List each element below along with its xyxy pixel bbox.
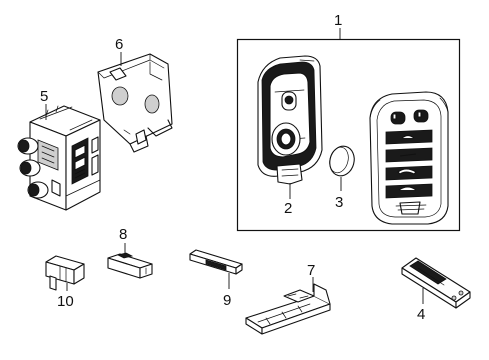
- part-4-module: [401, 257, 471, 309]
- part-9-connector: [189, 249, 243, 275]
- callout-5: 5: [40, 88, 48, 105]
- callout-1: 1: [334, 12, 342, 29]
- callout-2: 2: [284, 200, 292, 217]
- callout-6: 6: [115, 36, 123, 53]
- callout-7: 7: [307, 262, 315, 279]
- callout-10: 10: [57, 293, 74, 310]
- key-fob-front: [369, 91, 449, 225]
- callout-3: 3: [335, 194, 343, 211]
- callout-4: 4: [417, 306, 425, 323]
- part-7-tray: [245, 283, 331, 335]
- detail-box: [236, 38, 461, 232]
- callout-8: 8: [119, 226, 127, 243]
- coin-battery: [329, 145, 355, 177]
- part-6-bracket: [97, 53, 173, 153]
- callout-9: 9: [223, 292, 231, 309]
- part-10-clip: [45, 255, 85, 291]
- part-5-control-module: [17, 105, 101, 211]
- key-fob-housing: [257, 55, 323, 185]
- part-8-connector: [107, 252, 153, 279]
